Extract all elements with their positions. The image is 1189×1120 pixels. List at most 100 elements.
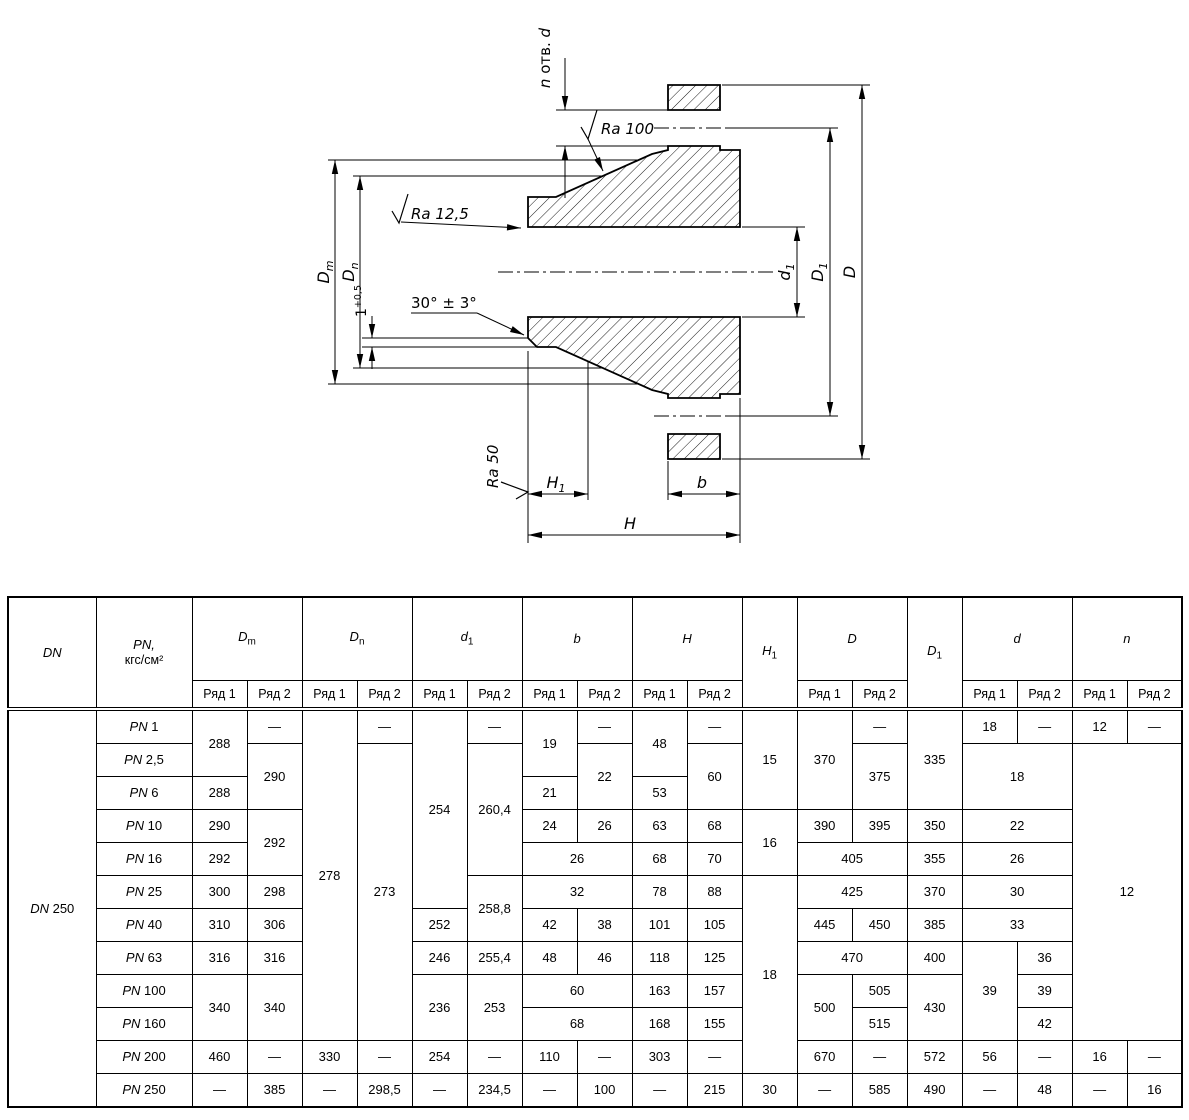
table-cell: — [1071,1073,1128,1108]
table-cell: 430 [906,974,963,1041]
table-cell: 18 [961,707,1018,744]
table-cell: 505 [851,974,908,1008]
table-cell: 110 [521,1040,578,1074]
table-cell: 300 [191,875,248,909]
table-cell: — [356,1040,413,1074]
table-cell: 400 [906,941,963,975]
flange-lower-half [527,316,741,399]
table-cell: 572 [906,1040,963,1074]
table-cell: 385 [246,1073,303,1108]
flange-body [527,84,741,460]
table-cell: 395 [851,809,908,843]
table-cell: 298 [246,875,303,909]
table-cell: 16 [1071,1040,1128,1074]
table-cell: 316 [246,941,303,975]
table-cell: 16 [1126,1073,1183,1108]
table-cell: — [686,1040,743,1074]
column-header: d [961,596,1073,681]
table-cell: — [246,1040,303,1074]
table-cell: 38 [576,908,633,942]
table-cell: — [1126,707,1183,744]
table-cell: 78 [631,875,688,909]
table-cell: PN 25 [95,875,193,909]
row-subheader: Ряд 2 [686,680,743,710]
table-cell: 88 [686,875,743,909]
table-cell: 340 [191,974,248,1041]
table-cell: — [576,1040,633,1074]
table-cell: 16 [741,809,798,876]
column-header: PN,кгс/см² [95,596,193,710]
row-subheader: Ряд 1 [521,680,578,710]
table-cell: PN 63 [95,941,193,975]
table-cell: 288 [191,776,248,810]
table-cell: — [961,1073,1018,1108]
table-cell: 292 [246,809,303,876]
table-cell: — [686,707,743,744]
table-cell: PN 1 [95,707,193,744]
table-cell: 46 [576,941,633,975]
table-cell: 18 [741,875,798,1074]
roughness-mark-ra50 [500,481,530,500]
dim-label-Dn: Dn [339,262,361,281]
land-dimension-label: 1+0,5 [353,285,370,317]
table-cell: 273 [356,743,413,1041]
table-cell: 445 [796,908,853,942]
table-cell: — [576,707,633,744]
table-cell: 18 [961,743,1073,810]
angle-label: 30° ± 3° [411,294,477,312]
row-subheader: Ряд 2 [576,680,633,710]
table-cell: 306 [246,908,303,942]
table-cell: 101 [631,908,688,942]
table-cell: 460 [191,1040,248,1074]
dim-label-b: b [697,473,707,492]
column-header: Dn [301,596,413,681]
row-subheader: Ряд 1 [411,680,468,710]
table-cell: 33 [961,908,1073,942]
column-header: d1 [411,596,523,681]
table-cell: 30 [961,875,1073,909]
dim-label-Dm: Dm [314,260,336,283]
table-cell: 60 [521,974,633,1008]
column-header: H [631,596,743,681]
table-cell: 255,4 [466,941,523,975]
table-cell: 350 [906,809,963,843]
table-cell: 500 [796,974,853,1041]
table-cell: 278 [301,707,358,1041]
row-subheader: Ряд 1 [301,680,358,710]
table-cell: 36 [1016,941,1073,975]
table-cell: 42 [521,908,578,942]
column-header: Dm [191,596,303,681]
column-header: n [1071,596,1183,681]
table-cell: 168 [631,1007,688,1041]
dim-label-D: D [840,266,859,278]
table-cell: — [521,1073,578,1108]
table-cell: — [631,1073,688,1108]
row-subheader: Ряд 1 [1071,680,1128,710]
table-cell: 53 [631,776,688,810]
row-subheader: Ряд 2 [246,680,303,710]
table-cell: 22 [961,809,1073,843]
ra125-leader [400,221,522,231]
table-cell: 21 [521,776,578,810]
row-subheader: Ряд 2 [1016,680,1073,710]
table-cell: 26 [521,842,633,876]
dim-label-D1: D1 [808,262,830,281]
table-cell: 26 [576,809,633,843]
table-cell: 22 [576,743,633,810]
row-subheader: Ряд 2 [1126,680,1183,710]
table-cell: PN 40 [95,908,193,942]
table-cell: 70 [686,842,743,876]
table-cell: 48 [521,941,578,975]
table-cell: 292 [191,842,248,876]
table-cell: — [1126,1040,1183,1074]
table-cell: — [466,1040,523,1074]
table-cell: 234,5 [466,1073,523,1108]
